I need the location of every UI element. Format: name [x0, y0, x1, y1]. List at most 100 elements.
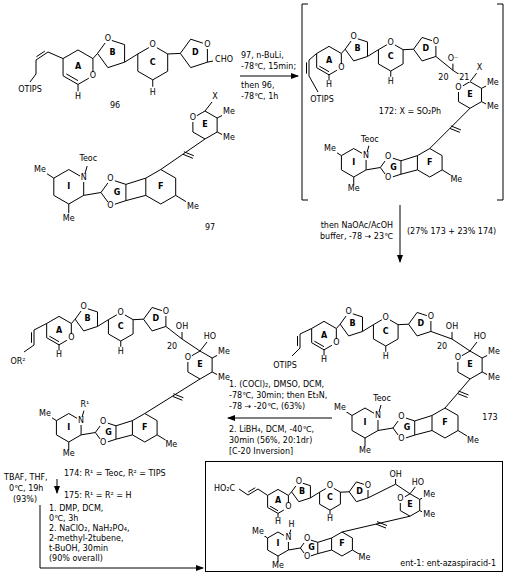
ring-oxygen: O: [106, 202, 114, 210]
bond: [410, 487, 416, 494]
ring-oxygen: O: [396, 495, 404, 503]
ring-letter: B: [108, 49, 116, 57]
reagent-text: 30min (56%, 20:1dr): [228, 437, 313, 445]
bond: [297, 336, 298, 346]
bond: [66, 74, 78, 81]
methyl-label: Me: [487, 374, 501, 382]
ring-oxygen: O: [99, 418, 107, 426]
ring-oxygen: O: [67, 334, 75, 342]
ring-oxygen: O: [364, 482, 372, 490]
bond: [97, 320, 108, 327]
bond: [442, 170, 451, 175]
bond: [183, 139, 205, 154]
ring-oxygen: O: [189, 114, 197, 122]
bond: [168, 53, 181, 55]
hydroxyl-label: HO: [203, 333, 217, 341]
ring-oxygen: O: [104, 35, 112, 43]
bond: [318, 550, 332, 554]
bond: [365, 438, 366, 446]
bond: [432, 408, 458, 438]
ring-letter: F: [338, 540, 345, 548]
bond: [366, 168, 380, 170]
bond: [200, 342, 207, 351]
ring-oxygen: O: [387, 39, 395, 47]
ring-oxygen: O: [117, 309, 125, 317]
hydroxyl-label: OH: [388, 471, 402, 479]
methyl-label: Me: [164, 441, 178, 449]
bond: [459, 391, 469, 395]
bond: [341, 49, 345, 53]
bond: [395, 479, 396, 485]
bond: [385, 346, 386, 352]
ring-letter: I: [363, 419, 368, 427]
ring-letter: F: [426, 159, 433, 167]
leaving-group-label: X: [476, 64, 483, 72]
ring-oxygen: O: [149, 41, 157, 49]
position-number: 20: [436, 343, 448, 351]
bond: [403, 49, 413, 50]
bond: [176, 195, 186, 201]
ring-oxygen: O: [184, 354, 192, 362]
bond: [68, 442, 69, 450]
compound-number: 173: [481, 414, 498, 422]
ring-letter: G: [389, 164, 398, 172]
compound-number: 172: X = SO₂Ph: [378, 108, 442, 116]
bond: [125, 54, 138, 62]
bond: [430, 128, 450, 148]
bond: [318, 538, 332, 542]
ring-letter: F: [141, 424, 148, 432]
reagent-text: then NaOAc/AcOH: [320, 222, 394, 230]
position-number: 20: [437, 74, 449, 82]
bond: [401, 156, 417, 161]
ring-letter: I: [276, 540, 281, 548]
bond: [116, 435, 132, 439]
bond: [445, 394, 458, 409]
bond: [342, 524, 376, 532]
ring-letter: A: [274, 497, 282, 505]
hydrogen-label: H: [117, 348, 125, 356]
ring-letter: G: [113, 189, 122, 197]
product-box: ent-1: ent-azaspiracid-1: [205, 461, 503, 572]
bond: [248, 488, 255, 492]
methyl-label: Me: [487, 348, 501, 356]
bond: [373, 318, 398, 347]
ring-letter: C: [382, 328, 390, 336]
methyl-label: Me: [466, 437, 480, 445]
ring-letter: A: [320, 332, 328, 340]
methyl-label: Me: [422, 491, 436, 499]
nitrogen-substituent: R¹: [80, 401, 91, 409]
ring-oxygen: O: [345, 308, 353, 316]
ring-letter: E: [201, 121, 208, 129]
bond: [152, 80, 153, 87]
nitrogen-substituent: Teoc: [360, 136, 380, 144]
substituent-label: OR²: [9, 358, 26, 366]
bond: [292, 328, 312, 356]
bond: [108, 313, 133, 342]
hydroxyl-label: OH: [445, 323, 459, 331]
ring-oxygen: O: [397, 413, 405, 421]
bond: [270, 506, 278, 511]
bond: [378, 43, 403, 72]
bond: [306, 62, 307, 73]
hydrogen-label: H: [274, 518, 282, 526]
compound-definition: 175: R¹ = R² = H: [63, 492, 133, 500]
methyl-label: Me: [486, 79, 500, 87]
methyl-label: Me: [222, 108, 236, 116]
bond: [396, 484, 410, 494]
ring-oxygen: O: [326, 482, 334, 490]
bond: [390, 71, 391, 77]
ring-letter: E: [466, 361, 473, 369]
ring-letter: I: [351, 159, 356, 167]
bond: [84, 193, 101, 196]
bond: [184, 152, 194, 156]
ring-letter: I: [66, 424, 71, 432]
reagent-text: TBAF, THF,: [3, 474, 49, 482]
compound-name: ent-1: ent-azaspiracid-1: [399, 560, 497, 568]
bond: [24, 323, 47, 352]
nitrogen-label: N: [80, 174, 88, 182]
bond: [452, 339, 470, 351]
reaction-arrow: [57, 479, 58, 493]
ring-oxygen: O: [332, 339, 340, 347]
bond: [288, 548, 300, 550]
ring-oxygen: O: [384, 174, 392, 182]
